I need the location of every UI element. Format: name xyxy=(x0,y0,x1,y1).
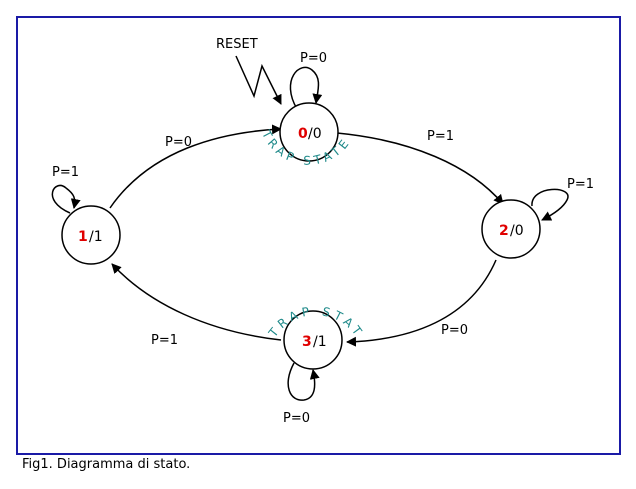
edge-0-to-2-label: P=1 xyxy=(427,129,454,144)
loop-3 xyxy=(287,362,320,401)
state-0-number: 0 xyxy=(298,126,308,142)
state-0-output: /0 xyxy=(308,126,322,142)
edge-0-to-2 xyxy=(336,132,504,205)
loop-2 xyxy=(531,188,569,221)
state-1-output: /1 xyxy=(89,229,103,245)
state-0: 0 /0 TRAP STATE xyxy=(259,102,350,168)
edge-2-to-3-label: P=0 xyxy=(441,323,468,338)
loop-0-label: P=0 xyxy=(300,51,327,66)
diagram-frame xyxy=(16,16,621,455)
state-1-number: 1 xyxy=(78,229,88,245)
state-2-number: 2 xyxy=(499,223,509,239)
reset-label: RESET xyxy=(216,37,258,52)
edge-3-to-1 xyxy=(111,263,282,341)
loop-2-label: P=1 xyxy=(567,177,594,192)
state-2: 2 /0 xyxy=(481,199,541,259)
reset-arrow xyxy=(235,55,282,105)
loop-1 xyxy=(51,184,81,214)
loop-0 xyxy=(289,66,323,110)
state-2-output: /0 xyxy=(510,223,524,239)
edge-1-to-0 xyxy=(109,124,282,209)
loop-3-label: P=0 xyxy=(283,411,310,426)
state-1: 1 /1 xyxy=(61,205,121,265)
figure-caption: Fig1. Diagramma di stato. xyxy=(22,457,191,472)
edge-1-to-0-label: P=0 xyxy=(165,135,192,150)
state-3-output: /1 xyxy=(313,334,327,350)
edge-3-to-1-label: P=1 xyxy=(151,333,178,348)
loop-1-label: P=1 xyxy=(52,165,79,180)
state-3-number: 3 xyxy=(302,334,312,350)
edge-2-to-3 xyxy=(346,259,497,347)
